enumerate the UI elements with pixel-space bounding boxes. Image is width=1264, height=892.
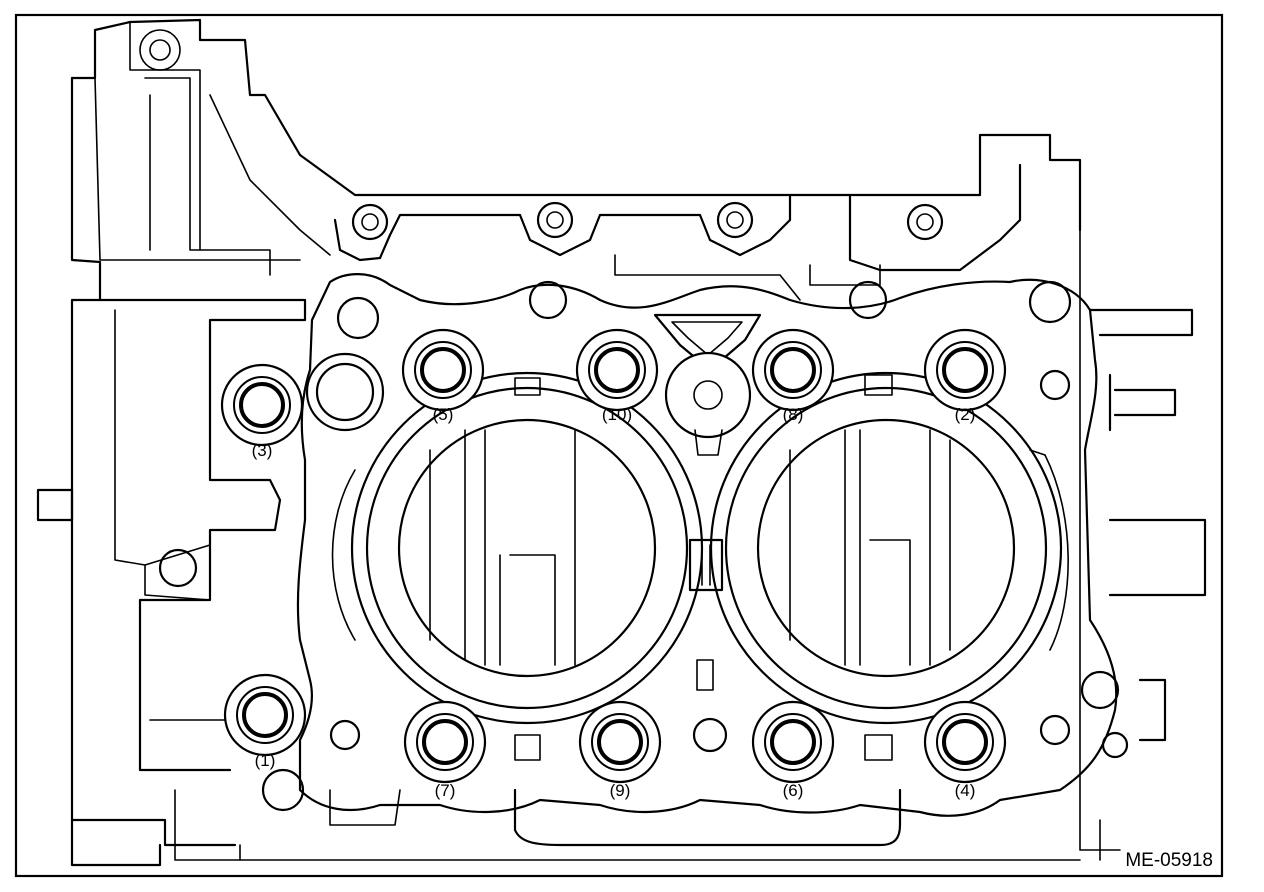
cylinder-deck-surface	[239, 273, 1129, 861]
bolt-6: (6)	[751, 700, 835, 800]
bolt-label-1: (1)	[255, 751, 276, 770]
bolt-7: (7)	[403, 700, 487, 800]
bolt-2: (2)	[923, 328, 1007, 424]
figure-code: ME-05918	[1125, 850, 1213, 871]
bolt-10: (10)	[575, 328, 659, 424]
bolt-5: (5)	[401, 328, 485, 424]
bolt-label-7: (7)	[435, 781, 456, 800]
engine-block-outline	[36, 18, 1207, 867]
bolt-3: (3)	[220, 363, 304, 460]
bolt-label-9: (9)	[610, 781, 631, 800]
bolt-9: (9)	[578, 700, 662, 800]
bolt-label-10: (10)	[602, 405, 632, 424]
bolt-label-3: (3)	[252, 441, 273, 460]
bolt-4: (4)	[923, 700, 1007, 800]
bolt-1: (1)	[223, 673, 307, 770]
bolt-8: (8)	[751, 328, 835, 424]
bolt-label-6: (6)	[783, 781, 804, 800]
head-bolts: (1) (2) (3) (4) (5)	[220, 328, 1007, 800]
bolt-label-2: (2)	[955, 405, 976, 424]
bolt-label-5: (5)	[433, 405, 454, 424]
bolt-label-4: (4)	[955, 781, 976, 800]
bolt-label-8: (8)	[783, 405, 804, 424]
figure-frame	[14, 13, 1224, 878]
